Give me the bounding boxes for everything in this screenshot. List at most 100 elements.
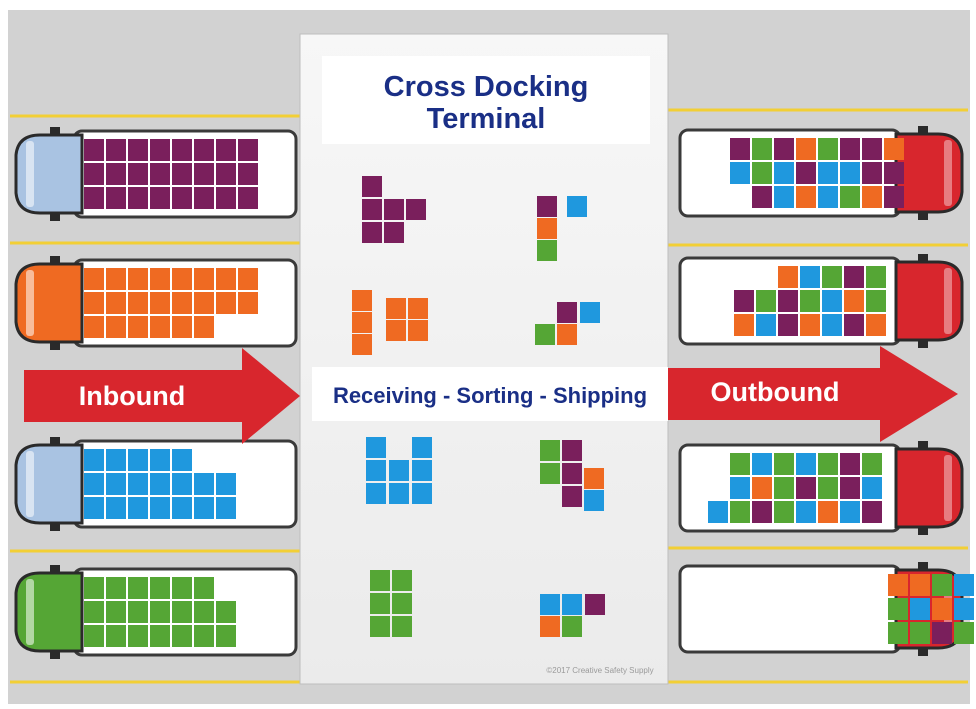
pallet-box-icon — [844, 314, 864, 336]
pallet-box-icon — [84, 187, 104, 209]
pallet-box-icon — [238, 292, 258, 314]
outbound-arrow-icon — [668, 346, 958, 442]
pallet-box-icon — [352, 290, 372, 311]
pallet-box-icon — [884, 162, 904, 184]
pallet-box-icon — [194, 497, 214, 519]
pallet-box-icon — [818, 138, 838, 160]
pallet-box-icon — [172, 625, 192, 647]
pallet-box-icon — [840, 162, 860, 184]
pallet-box-icon — [216, 163, 236, 185]
pallet-box-icon — [774, 186, 794, 208]
pallet-box-icon — [216, 473, 236, 495]
pallet-box-icon — [366, 483, 386, 504]
pallet-box-icon — [800, 314, 820, 336]
pallet-box-icon — [362, 222, 382, 243]
pallet-box-icon — [796, 186, 816, 208]
pallet-box-icon — [778, 290, 798, 312]
pallet-box-icon — [106, 625, 126, 647]
pallet-box-icon — [708, 501, 728, 523]
pallet-box-icon — [128, 497, 148, 519]
pallet-box-icon — [216, 497, 236, 519]
truck-icon — [14, 127, 298, 221]
pallet-box-icon — [389, 483, 409, 504]
pallet-box-icon — [216, 292, 236, 314]
pallet-box-icon — [370, 570, 390, 591]
pallet-box-icon — [216, 268, 236, 290]
pallet-box-icon — [128, 163, 148, 185]
pallet-box-icon — [392, 593, 412, 614]
pallet-box-icon — [106, 292, 126, 314]
pallet-box-icon — [106, 449, 126, 471]
copyright-text: ©2017 Creative Safety Supply — [546, 666, 653, 675]
pallet-box-icon — [884, 186, 904, 208]
pallet-box-icon — [540, 594, 560, 615]
pallet-box-icon — [194, 577, 214, 599]
pallet-box-icon — [888, 598, 908, 620]
pallet-box-icon — [384, 222, 404, 243]
pallet-box-icon — [84, 292, 104, 314]
pallet-box-icon — [392, 616, 412, 637]
pallet-box-icon — [954, 574, 974, 596]
pallet-box-icon — [384, 199, 404, 220]
pallet-box-icon — [172, 268, 192, 290]
pallet-box-icon — [756, 314, 776, 336]
pallet-box-icon — [172, 187, 192, 209]
pallet-box-icon — [386, 298, 406, 319]
pallet-box-icon — [150, 449, 170, 471]
pallet-box-icon — [84, 577, 104, 599]
pallet-box-icon — [84, 497, 104, 519]
pallet-box-icon — [778, 266, 798, 288]
pallet-box-icon — [392, 570, 412, 591]
pallet-box-icon — [537, 218, 557, 239]
pallet-box-icon — [408, 320, 428, 341]
pallet-box-icon — [150, 473, 170, 495]
pallet-box-icon — [128, 473, 148, 495]
pallet-box-icon — [818, 162, 838, 184]
inbound-label: Inbound — [79, 381, 185, 411]
pallet-box-icon — [194, 139, 214, 161]
pallet-box-icon — [866, 266, 886, 288]
outbound-trucks — [678, 126, 974, 656]
pallet-box-icon — [106, 268, 126, 290]
pallet-box-icon — [567, 196, 587, 217]
pallet-box-icon — [730, 453, 750, 475]
pallet-box-icon — [537, 196, 557, 217]
pallet-box-icon — [734, 290, 754, 312]
pallet-box-icon — [752, 186, 772, 208]
title-line-2: Terminal — [427, 103, 546, 135]
pallet-box-icon — [562, 463, 582, 484]
pallet-box-icon — [106, 316, 126, 338]
pallet-box-icon — [150, 292, 170, 314]
pallet-box-icon — [954, 598, 974, 620]
pallet-box-icon — [734, 314, 754, 336]
pallet-box-icon — [752, 501, 772, 523]
pallet-box-icon — [172, 163, 192, 185]
pallet-box-icon — [194, 473, 214, 495]
pallet-box-icon — [730, 477, 750, 499]
pallet-box-icon — [150, 268, 170, 290]
pallet-box-icon — [862, 501, 882, 523]
pallet-box-icon — [888, 622, 908, 644]
pallet-box-icon — [128, 449, 148, 471]
pallet-box-icon — [818, 501, 838, 523]
pallet-box-icon — [822, 266, 842, 288]
pallet-box-icon — [172, 139, 192, 161]
truck-icon — [14, 565, 298, 659]
pallet-box-icon — [862, 186, 882, 208]
pallet-box-icon — [774, 138, 794, 160]
pallet-box-icon — [128, 577, 148, 599]
pallet-box-icon — [796, 501, 816, 523]
pallet-box-icon — [389, 460, 409, 481]
truck-icon — [678, 254, 964, 348]
pallet-box-icon — [535, 324, 555, 345]
pallet-box-icon — [84, 449, 104, 471]
pallet-box-icon — [128, 187, 148, 209]
pallet-box-icon — [106, 139, 126, 161]
pallet-box-icon — [172, 292, 192, 314]
pallet-box-icon — [774, 477, 794, 499]
pallet-box-icon — [752, 162, 772, 184]
pallet-box-icon — [932, 574, 952, 596]
pallet-box-icon — [796, 162, 816, 184]
pallet-box-icon — [366, 460, 386, 481]
pallet-box-icon — [128, 268, 148, 290]
